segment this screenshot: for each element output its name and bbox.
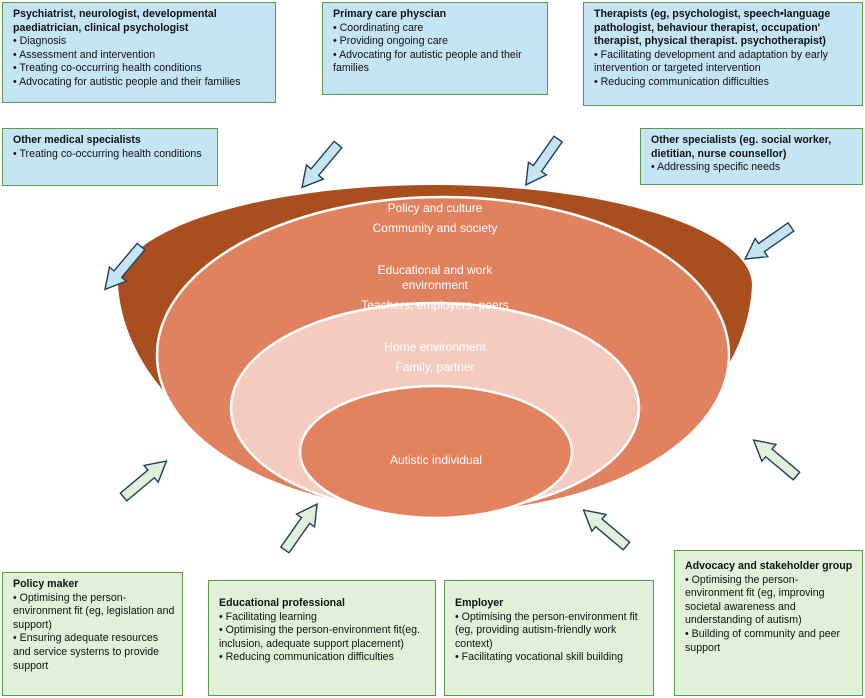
box-list: Treating co-occurring health conditions bbox=[13, 148, 211, 162]
list-item: Building of community and peer support bbox=[685, 628, 856, 655]
list-item: Providing ongoing care bbox=[333, 35, 541, 49]
ring-label-teachers: Teachers, employers, peers bbox=[361, 298, 508, 312]
list-item: Optimising the person-environment fit(eg… bbox=[219, 624, 429, 651]
box-title: Educational professional bbox=[219, 597, 345, 609]
box-title: Primary care physcian bbox=[333, 8, 447, 20]
box-title: Therapists (eg, psychologist, speech•lan… bbox=[594, 8, 831, 48]
box-other-medical: Other medical specialists Treating co-oc… bbox=[2, 128, 218, 186]
arrow-primary-care bbox=[525, 135, 564, 187]
list-item: Facilitating development and adaptation … bbox=[594, 49, 856, 76]
box-list: Facilitating development and adaptation … bbox=[594, 49, 856, 90]
box-list: Addressing specific needs bbox=[651, 161, 856, 175]
list-item: Optimising the person-environment fit (e… bbox=[13, 592, 176, 633]
box-list: Diagnosis Assessment and intervention Tr… bbox=[13, 35, 269, 89]
ring-label-family: Family, partner bbox=[395, 360, 474, 374]
arrow-employer bbox=[582, 509, 631, 551]
box-educational-professional: Educational professional Facilitating le… bbox=[208, 580, 436, 696]
list-item: Advocating for autistic people and their… bbox=[333, 49, 541, 76]
list-item: Treating co-occurring health conditions bbox=[13, 62, 269, 76]
ring-label-educational: Educational and work bbox=[378, 263, 494, 277]
box-psychiatrist: Psychiatrist, neurologist, developmental… bbox=[2, 2, 276, 103]
list-item: Reducing communication difficulties bbox=[219, 651, 429, 665]
list-item: Ensuring adequate resources and service … bbox=[13, 632, 176, 673]
arrow-other-medical bbox=[104, 242, 146, 291]
box-other-specialists: Other specialists (eg. social worker, di… bbox=[640, 128, 863, 185]
list-item: Treating co-occurring health conditions bbox=[13, 148, 211, 162]
arrow-other-specialists bbox=[743, 221, 795, 260]
list-item: Coordinating care bbox=[333, 22, 541, 36]
box-list: Optimising the person-environment fit (e… bbox=[455, 611, 647, 665]
list-item: Advocating for autistic people and their… bbox=[13, 76, 269, 90]
box-title: Policy maker bbox=[13, 578, 79, 590]
ring-autistic-individual bbox=[298, 384, 574, 520]
box-title: Other medical specialists bbox=[13, 134, 141, 146]
ring-label-policy: Policy and culture bbox=[388, 201, 483, 215]
ring-label-community: Community and society bbox=[373, 221, 498, 235]
list-item: Facilitating vocational skill building bbox=[455, 651, 647, 665]
box-policy-maker: Policy maker Optimising the person-envir… bbox=[2, 572, 183, 696]
box-employer: Employer Optimising the person-environme… bbox=[444, 580, 654, 696]
list-item: Reducing communication difficulties bbox=[594, 76, 856, 90]
arrow-policy-maker bbox=[119, 460, 168, 502]
box-therapists: Therapists (eg, psychologist, speech•lan… bbox=[583, 2, 863, 106]
arrow-advocacy bbox=[752, 439, 801, 481]
list-item: Diagnosis bbox=[13, 35, 269, 49]
arrow-psychiatrist bbox=[301, 140, 343, 189]
box-list: Facilitating learning Optimising the per… bbox=[219, 611, 429, 665]
list-item: Assessment and intervention bbox=[13, 49, 269, 63]
ring-label-individual: Autistic individual bbox=[390, 453, 482, 467]
list-item: Facilitating learning bbox=[219, 611, 429, 625]
box-title: Psychiatrist, neurologist, developmental… bbox=[13, 8, 217, 34]
list-item: Optimising the person-environment fit (e… bbox=[685, 574, 856, 628]
box-title: Other specialists (eg. social worker, di… bbox=[651, 134, 832, 160]
box-advocacy: Advocacy and stakeholder group Optimisin… bbox=[674, 550, 863, 696]
list-item: Addressing specific needs bbox=[651, 161, 856, 175]
box-list: Optimising the person-environment fit (e… bbox=[685, 574, 856, 656]
box-primary-care: Primary care physcian Coordinating care … bbox=[322, 2, 548, 95]
box-title: Advocacy and stakeholder group bbox=[685, 560, 853, 572]
box-list: Optimising the person-environment fit (e… bbox=[13, 592, 176, 674]
list-item: Optimising the person-environment fit (e… bbox=[455, 611, 647, 652]
arrow-educational-professional bbox=[279, 502, 318, 554]
ring-label-environment: environment bbox=[402, 278, 469, 292]
box-list: Coordinating care Providing ongoing care… bbox=[333, 22, 541, 76]
box-title: Employer bbox=[455, 597, 504, 609]
ring-label-home: Home environment bbox=[384, 340, 486, 354]
